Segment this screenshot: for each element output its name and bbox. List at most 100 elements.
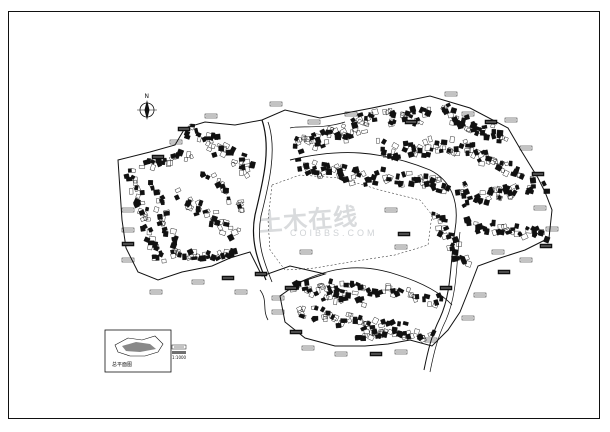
villa-footprint bbox=[391, 142, 400, 150]
villa-footprint bbox=[397, 287, 405, 294]
villa-footprint bbox=[244, 165, 251, 173]
villa-footprint bbox=[464, 148, 471, 154]
villa-footprint bbox=[355, 172, 362, 178]
villa-footprint bbox=[414, 176, 422, 184]
villa-footprint bbox=[331, 316, 337, 323]
villa-footprint bbox=[130, 168, 136, 174]
villa-footprint bbox=[154, 189, 161, 195]
villa-footprint bbox=[529, 176, 534, 182]
villa-footprint bbox=[321, 313, 329, 320]
villa-footprint bbox=[330, 166, 337, 173]
villa-footprint bbox=[155, 254, 160, 261]
villa-footprint bbox=[417, 147, 423, 154]
callout-tag bbox=[484, 119, 498, 125]
site-boundary bbox=[117, 95, 553, 347]
villa-footprint bbox=[145, 217, 151, 222]
villa-footprint bbox=[430, 184, 437, 192]
villa-footprint bbox=[500, 223, 508, 230]
villa-footprint bbox=[313, 305, 319, 311]
villa-footprint bbox=[517, 231, 522, 237]
villa-footprint bbox=[401, 146, 409, 153]
villa-footprint bbox=[345, 132, 352, 139]
villa-footprint bbox=[311, 159, 318, 166]
villa-footprint bbox=[525, 228, 533, 234]
villa-footprint bbox=[389, 111, 396, 118]
villa-footprint bbox=[382, 328, 389, 334]
villa-footprint bbox=[320, 297, 326, 302]
villa-footprint bbox=[292, 143, 298, 149]
villa-footprint bbox=[483, 151, 490, 159]
villa-footprint bbox=[469, 121, 478, 130]
villa-footprint bbox=[344, 292, 352, 299]
villa-footprint bbox=[380, 166, 387, 173]
villa-footprint bbox=[497, 188, 503, 194]
villa-footprint bbox=[139, 190, 145, 196]
villa-footprint bbox=[158, 219, 166, 227]
villa-footprint bbox=[296, 305, 304, 314]
callout-tag bbox=[497, 269, 511, 275]
villa-footprint bbox=[213, 134, 220, 141]
villa-footprint bbox=[205, 254, 211, 260]
scale-label: 1:1000 bbox=[172, 355, 187, 360]
villa-footprint bbox=[440, 225, 448, 231]
villa-footprint bbox=[485, 159, 492, 165]
villa-footprint bbox=[239, 169, 244, 176]
villa-footprint bbox=[434, 140, 440, 146]
villa-footprint bbox=[223, 221, 230, 228]
villa-footprint bbox=[202, 209, 209, 214]
villa-footprint bbox=[362, 333, 368, 338]
villa-footprint bbox=[473, 221, 479, 226]
callout-tag bbox=[424, 337, 438, 343]
villa-footprint bbox=[402, 320, 409, 326]
villa-footprint bbox=[361, 302, 367, 308]
villa-footprint bbox=[355, 115, 364, 124]
villa-footprint bbox=[333, 163, 340, 169]
villa-footprint bbox=[439, 296, 444, 302]
villa-footprint bbox=[441, 106, 446, 113]
villa-footprint bbox=[199, 172, 207, 179]
villa-footprint bbox=[514, 184, 520, 191]
villa-footprint bbox=[430, 329, 437, 337]
villa-footprint bbox=[489, 187, 496, 193]
villa-footprint bbox=[148, 180, 154, 186]
callout-tag bbox=[151, 154, 165, 160]
villa-footprint bbox=[300, 305, 306, 313]
villa-footprint bbox=[364, 115, 368, 121]
villa-footprint bbox=[328, 278, 334, 285]
villa-footprint bbox=[465, 143, 472, 148]
villa-footprint bbox=[210, 132, 216, 139]
villa-footprint bbox=[371, 316, 380, 325]
villa-footprint bbox=[412, 146, 419, 154]
callout-tag bbox=[269, 101, 283, 107]
villa-footprint bbox=[385, 283, 391, 291]
building-clusters bbox=[123, 102, 551, 343]
villa-footprint bbox=[380, 146, 385, 152]
callout-tag bbox=[221, 275, 235, 281]
villa-footprint bbox=[326, 293, 334, 301]
villa-footprint bbox=[453, 115, 460, 121]
villa-footprint bbox=[499, 160, 506, 167]
callout-tag bbox=[519, 257, 533, 263]
villa-footprint bbox=[449, 242, 456, 248]
villa-footprint bbox=[224, 252, 233, 260]
villa-footprint bbox=[407, 150, 415, 158]
villa-footprint bbox=[397, 181, 403, 188]
villa-footprint bbox=[343, 318, 348, 323]
villa-footprint bbox=[356, 112, 364, 118]
villa-footprint bbox=[355, 129, 362, 136]
callout-tag bbox=[394, 244, 408, 250]
villa-footprint bbox=[147, 243, 154, 251]
villa-footprint bbox=[306, 288, 313, 294]
villa-footprint bbox=[495, 194, 503, 202]
callout-tag bbox=[169, 139, 183, 145]
villa-footprint bbox=[440, 139, 448, 146]
villa-footprint bbox=[128, 188, 134, 195]
villa-footprint bbox=[405, 170, 413, 176]
villa-footprint bbox=[184, 202, 193, 211]
villa-footprint bbox=[529, 189, 535, 195]
villa-footprint bbox=[408, 180, 415, 188]
villa-footprint bbox=[161, 258, 167, 264]
villa-footprint bbox=[427, 301, 432, 307]
villa-footprint bbox=[462, 138, 468, 144]
villa-footprint bbox=[193, 211, 200, 217]
